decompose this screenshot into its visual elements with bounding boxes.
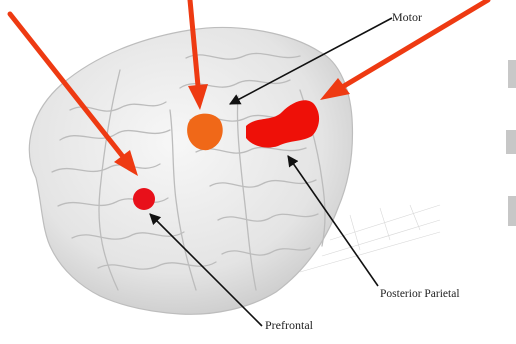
cropped-edge-marks [506, 60, 516, 226]
prefrontal-region [133, 188, 155, 210]
prefrontal-label: Prefrontal [265, 318, 313, 333]
posterior-parietal-label: Posterior Parietal [380, 288, 460, 300]
motor-label: Motor [392, 10, 422, 25]
brain-image [29, 27, 352, 314]
